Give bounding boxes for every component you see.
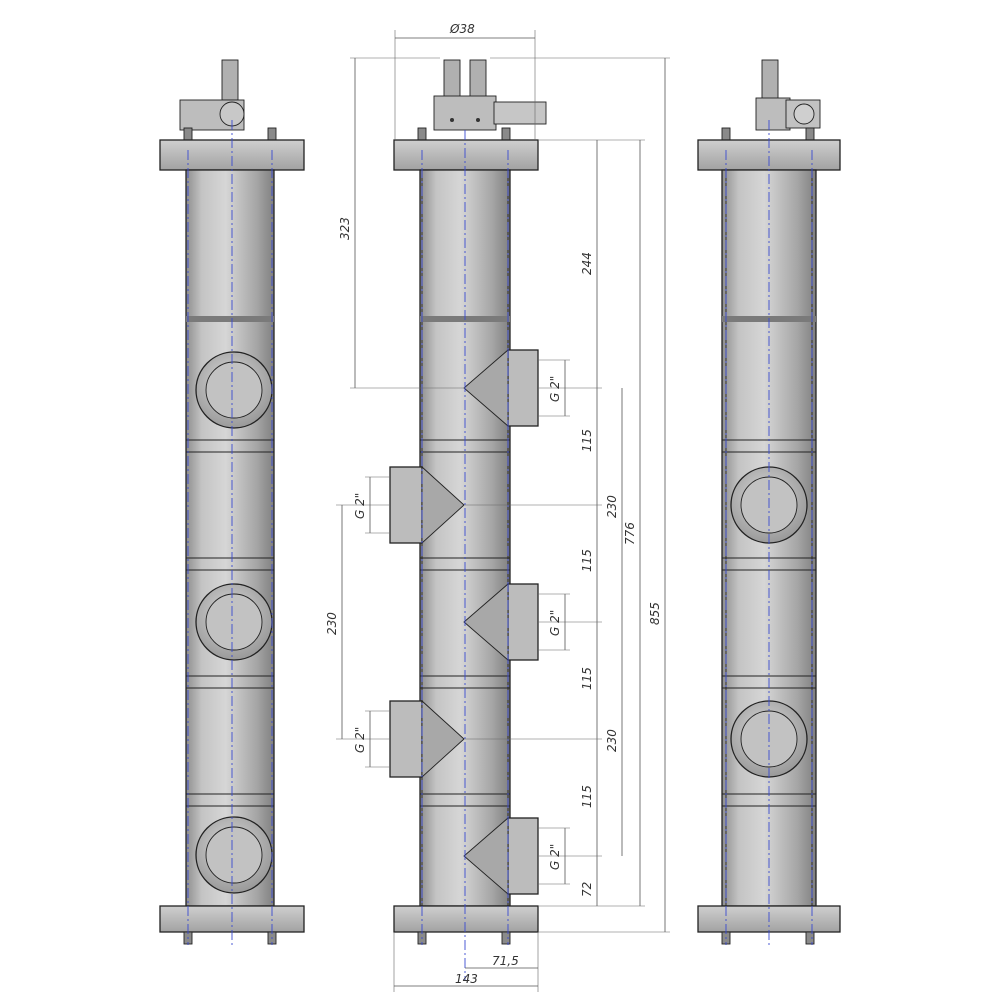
dimensions: Ø38 323 855 776 244 115 115 115 115 72 2… xyxy=(325,22,670,992)
port-label-5: G 2" xyxy=(353,727,367,753)
dim-230-left: 230 xyxy=(325,612,339,635)
dim-143: 143 xyxy=(455,972,478,986)
left-section-joints xyxy=(186,316,274,807)
center-port-left-2 xyxy=(389,699,465,779)
dim-115-d: 115 xyxy=(580,785,594,808)
dim-855: 855 xyxy=(648,602,662,625)
dim-71-5: 71,5 xyxy=(492,954,519,968)
port-label-1: G 2" xyxy=(548,376,562,402)
dim-776: 776 xyxy=(623,522,637,545)
dim-230-right-2: 230 xyxy=(605,729,619,752)
port-label-2: G 2" xyxy=(548,610,562,636)
dim-115-c: 115 xyxy=(580,667,594,690)
center-bottom-bolts xyxy=(417,931,511,945)
dim-72: 72 xyxy=(580,882,594,897)
port-label-4: G 2" xyxy=(353,493,367,519)
dim-115-a: 115 xyxy=(580,429,594,452)
center-bottom-flange xyxy=(393,905,539,933)
dim-115-b: 115 xyxy=(580,549,594,572)
center-top-flange xyxy=(393,139,539,171)
left-body-tube xyxy=(185,169,275,907)
right-top-fitting xyxy=(755,59,821,131)
dim-230-right-1: 230 xyxy=(605,495,619,518)
right-view xyxy=(697,59,841,945)
center-port-left-1 xyxy=(389,465,465,545)
port-label-3: G 2" xyxy=(548,844,562,870)
dim-244: 244 xyxy=(580,252,594,275)
right-bottom-bolts xyxy=(721,931,815,945)
left-top-fitting xyxy=(179,59,245,131)
left-ports xyxy=(195,351,273,894)
center-port-right-2 xyxy=(463,583,539,661)
dim-323: 323 xyxy=(338,217,352,240)
center-top-fitting xyxy=(433,59,547,131)
dim-dia-top: Ø38 xyxy=(449,22,475,36)
left-view xyxy=(159,59,305,945)
center-view xyxy=(389,59,547,980)
left-bottom-bolts xyxy=(183,931,277,945)
